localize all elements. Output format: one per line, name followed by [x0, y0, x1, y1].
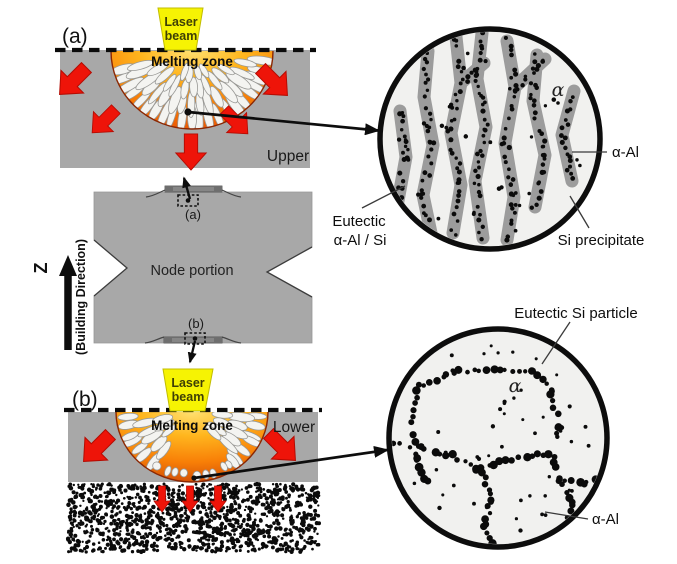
si-particle-dots-bottom	[392, 344, 604, 544]
zoom-arrow-a	[187, 110, 380, 136]
laser-beam-a-label-1: Laser	[164, 15, 197, 29]
melt-pool-a-rim	[110, 50, 274, 130]
zoom-connectors	[184, 108, 389, 481]
laser-beam-a-label-2: beam	[165, 29, 198, 43]
node-bottom-track-cap-left	[164, 337, 172, 343]
melt-pool-b-rim	[115, 411, 269, 483]
laser-beam-b	[162, 368, 214, 412]
eutectic-si-leader	[541, 321, 571, 365]
eutectic-label-line1: Eutectic	[332, 213, 386, 230]
melting-zone-a-label: Melting zone	[151, 54, 233, 69]
micrograph-bottom-disc	[389, 329, 607, 547]
micrograph-top: α α-Al Si precipitate Eutectic α-Al / Si	[332, 26, 645, 252]
micrograph-bottom: α Eutectic Si particle α-Al	[386, 305, 638, 550]
node-left-notch	[93, 239, 129, 297]
node-top-sample-dot	[185, 198, 191, 203]
node-top-track	[164, 185, 223, 193]
panel-a: Laser beam Melting zone Upper (a)	[47, 7, 316, 171]
zoom-arrow-b	[193, 445, 389, 480]
node-top-track-cap-right	[214, 186, 222, 192]
node-bottom-marker-label: (b)	[188, 316, 204, 331]
node-top-wing-right	[221, 189, 242, 198]
eutectic-si-label: Eutectic Si particle	[514, 305, 637, 322]
z-axis-label: Z	[31, 263, 51, 274]
lower-region-label: Lower	[273, 419, 315, 436]
node-bottom-wing-right	[221, 336, 242, 344]
alpha-al-leader-bottom	[544, 511, 589, 520]
laser-beam-b-label-1: Laser	[171, 376, 204, 390]
node-portion-label: Node portion	[150, 263, 233, 279]
node-bottom-sample-box	[184, 332, 206, 345]
eutectic-label-line2: α-Al / Si	[334, 232, 387, 249]
node-portion: (a) (b) Node portion	[93, 176, 313, 364]
building-direction-label: (Building Direction)	[74, 239, 88, 355]
panel-a-letter: (a)	[62, 25, 88, 48]
panel-b: Laser beam Melting zone Lower (b)	[64, 368, 322, 555]
node-to-panel-b-arrow	[187, 340, 197, 364]
node-top-marker-label: (a)	[185, 207, 201, 222]
micrograph-top-border	[377, 26, 603, 252]
micrograph-bottom-border	[386, 326, 610, 550]
node-top-wing-left	[145, 189, 166, 198]
node-top-track-cap-left	[165, 186, 173, 192]
si-precipitate-leader	[569, 195, 590, 229]
alpha-al-label-bottom: α-Al	[592, 511, 619, 528]
si-precipitate-label: Si precipitate	[558, 232, 645, 249]
node-bottom-track-cap-right	[214, 337, 222, 343]
laser-beam-b-label-2: beam	[172, 390, 205, 404]
laser-beam-a	[157, 7, 204, 51]
node-right-notch	[265, 246, 313, 298]
melt-pool-b-dendrites	[117, 412, 268, 482]
node-bottom-sample-dot	[192, 336, 198, 341]
alpha-phase-label-bottom: α	[509, 375, 522, 397]
alpha-phase-label-top: α	[552, 79, 565, 101]
z-axis-arrowhead	[59, 255, 77, 276]
melting-zone-b-label: Melting zone	[151, 418, 233, 433]
node-bottom-wing-left	[144, 336, 165, 344]
build-direction-axis: Z (Building Direction)	[31, 239, 88, 355]
panel-b-letter: (b)	[72, 388, 98, 411]
alpha-al-label-top: α-Al	[612, 144, 639, 161]
upper-region-label: Upper	[267, 148, 309, 165]
eutectic-leader	[361, 185, 406, 209]
node-to-panel-a-arrow	[182, 176, 192, 200]
